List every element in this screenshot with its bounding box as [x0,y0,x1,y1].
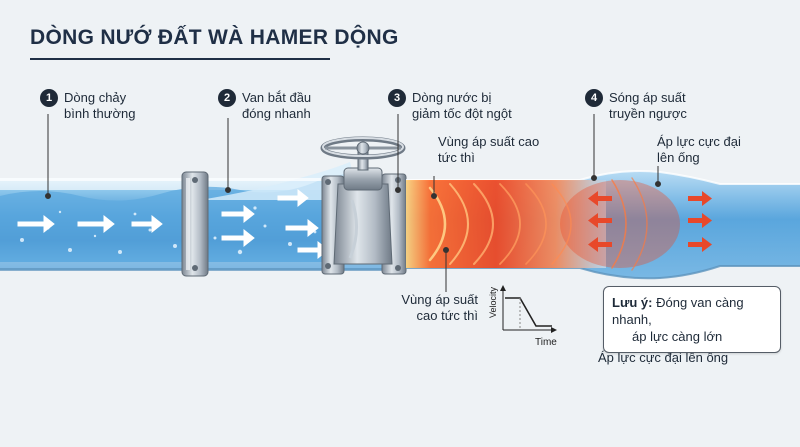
high-pressure-label-top: Vùng áp suất cao tức thì [438,134,539,166]
label-line2: cao tức thì [416,308,478,323]
leader-lines [45,114,661,292]
page-title: DÒNG NƯỚ ĐẤT WÀ HAMER DỘNG [30,26,399,49]
step-line2: truyền ngược [609,106,687,121]
label-line2: lên ống [657,150,700,165]
peak-pressure-label: Áp lực cực đại lên ống [657,134,741,166]
note-box: Lưu ý: Đóng van càng nhanh, áp lực càng … [603,286,781,353]
step-number-badge: 1 [40,89,58,107]
flow-arrow-icon [17,188,393,260]
label-line1: Vùng áp suất cao [438,134,540,149]
step-line1: Sóng áp suất [609,90,686,105]
note-line2: áp lực càng lớn [632,329,723,344]
pressure-wave-icon [428,177,648,271]
title-underline [30,58,330,60]
valve-handwheel-icon [320,136,406,160]
velocity-time-chart: Velocity Time [488,285,557,348]
velocity-curve [505,297,552,327]
step-number-badge: 3 [388,89,406,107]
pipe-flange [181,171,209,277]
step-line1: Van bắt đầu [242,90,312,105]
step-number-badge: 2 [218,89,236,107]
label-line1: Áp lực cực đại [657,134,741,149]
note-line1: Đóng van càng nhanh, [612,295,744,327]
label-line1: Vùng áp suất [401,292,478,307]
step-line2: đóng nhanh [242,106,311,121]
chart-y-label: Velocity [488,286,498,318]
pressure-arrow-icon [588,191,712,252]
note-prefix: Lưu ý: [612,295,653,310]
chart-x-label: Time [535,337,557,348]
label-line2: tức thì [438,150,475,165]
high-pressure-label-bottom: Vùng áp suất cao tức thì [398,292,478,324]
step-line1: Dòng nước bị [412,90,492,105]
bottom-peak-label: Áp lực cực đại lên ống [598,350,729,365]
right-pipe [406,170,800,280]
step-line2: giảm tốc đột ngột [412,106,512,121]
step-line1: Dòng chảy [64,90,127,105]
step-number-badge: 4 [585,89,603,107]
valve [321,151,407,275]
step-line2: bình thường [64,106,136,121]
